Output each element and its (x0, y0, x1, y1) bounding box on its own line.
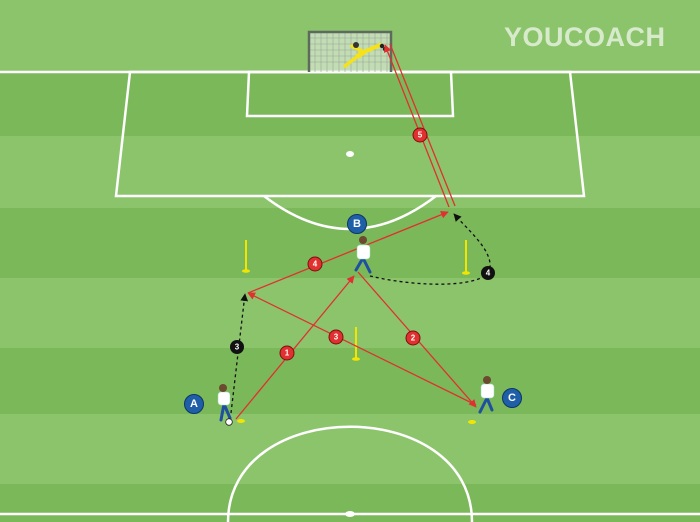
centre-spot (345, 511, 355, 517)
svg-text:B: B (353, 218, 361, 230)
player-a-badge: A (184, 394, 204, 414)
cone (237, 419, 245, 423)
svg-text:1: 1 (285, 349, 290, 358)
pole (462, 240, 470, 275)
pass-1 (235, 275, 355, 420)
penalty-spot (346, 151, 354, 157)
player-c-badge: C (502, 388, 522, 408)
run-4 (369, 213, 491, 285)
player-b-icon (354, 236, 372, 274)
pass-5a (383, 44, 450, 208)
run-step-badge: 3 (230, 340, 244, 354)
cone (468, 420, 476, 424)
svg-text:5: 5 (418, 131, 423, 140)
goalkeeper-icon (343, 42, 388, 68)
run-step-badge: 4 (481, 266, 495, 280)
runs (230, 213, 491, 414)
svg-text:A: A (190, 398, 198, 410)
goal (307, 30, 393, 72)
pass-4 (247, 211, 449, 294)
svg-text:3: 3 (235, 343, 240, 352)
svg-text:4: 4 (313, 260, 318, 269)
run-3 (230, 293, 249, 414)
svg-text:C: C (508, 392, 516, 404)
svg-text:2: 2 (411, 334, 416, 343)
pass-3 (247, 292, 477, 406)
svg-text:4: 4 (486, 269, 491, 278)
player-c-icon (478, 376, 495, 414)
centre-circle (226, 425, 474, 522)
pole (242, 240, 250, 273)
player-b-badge: B (347, 214, 367, 234)
step-badges: 1 2 3 4 5 3 4 (230, 127, 495, 361)
pass-step-badge: 5 (412, 127, 428, 143)
svg-text:3: 3 (334, 333, 339, 342)
pass-step-badge: 2 (405, 330, 421, 346)
pass-step-badge: 1 (279, 345, 295, 361)
pass-5b (389, 43, 456, 207)
pole (352, 327, 360, 361)
brand-watermark: YOUCOACH (504, 22, 666, 52)
pass-step-badge: 4 (307, 256, 323, 272)
pass-step-badge: 3 (328, 329, 344, 345)
player-a-icon (217, 384, 233, 426)
